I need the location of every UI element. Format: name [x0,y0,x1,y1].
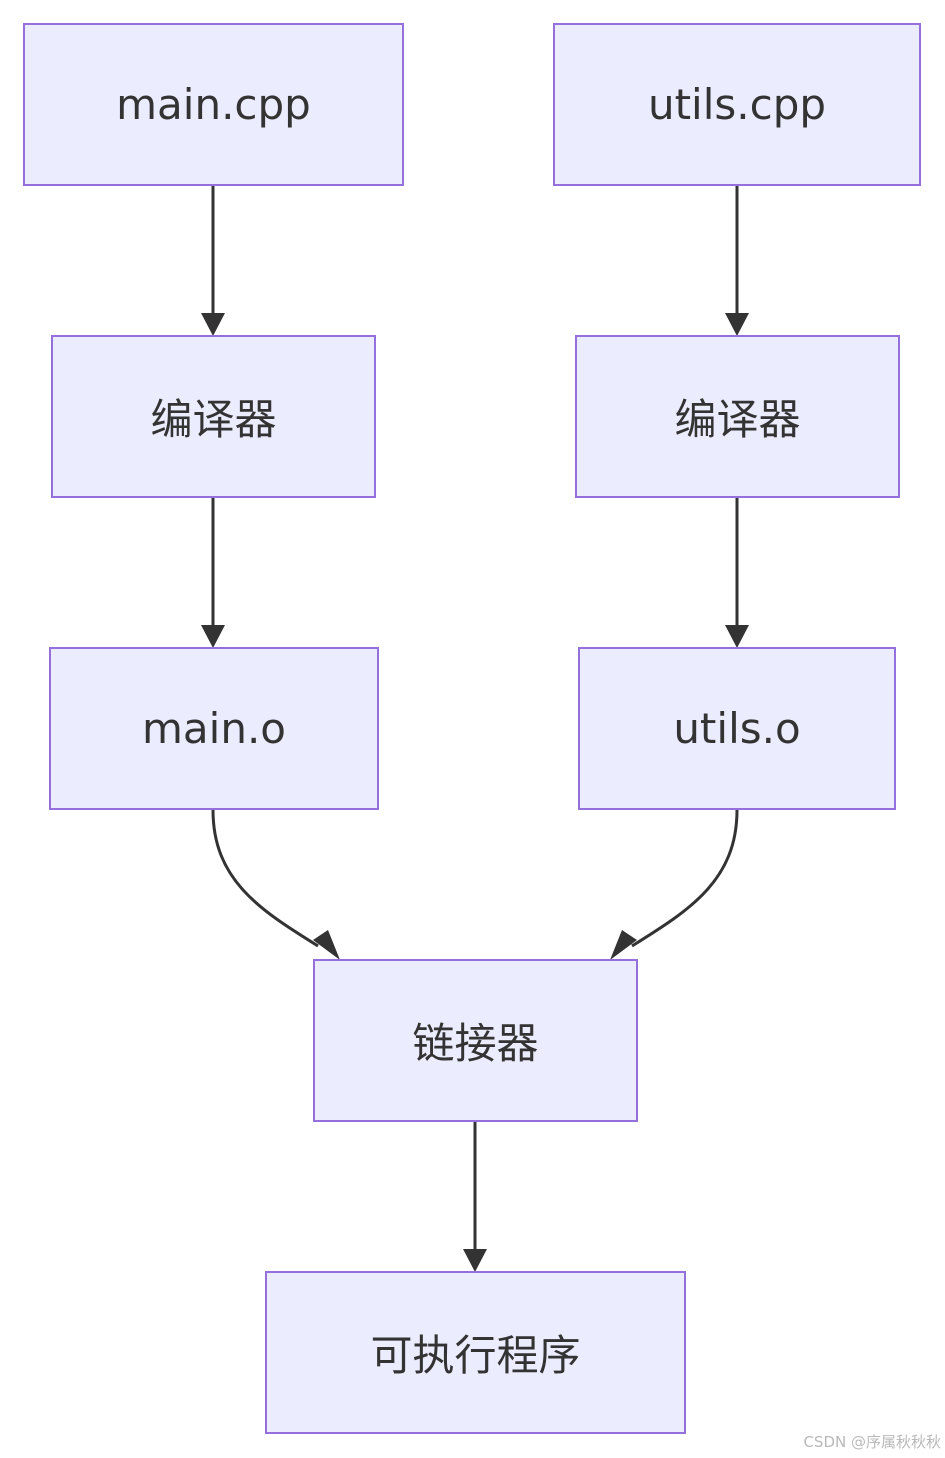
node-executable: 可执行程序 [265,1271,686,1434]
edge-main-o-to-linker [211,809,340,960]
edge-compiler-to-main-o [201,498,225,648]
node-main-cpp: main.cpp [23,23,404,186]
node-main-cpp-label: main.cpp [116,80,311,129]
edge-utils-cpp-to-compiler [725,186,749,336]
node-main-o-label: main.o [142,704,286,753]
node-utils-o: utils.o [578,647,896,810]
node-linker: 链接器 [313,959,638,1122]
node-compiler-left-label: 编译器 [150,395,277,444]
node-utils-o-label: utils.o [673,704,801,753]
edge-main-cpp-to-compiler [201,186,225,336]
edge-linker-to-executable [463,1122,487,1272]
watermark-text: CSDN @序属秋秋秋 [803,1433,941,1451]
node-utils-cpp: utils.cpp [553,23,921,186]
node-compiler-left: 编译器 [51,335,376,498]
node-executable-label: 可执行程序 [370,1331,581,1380]
node-compiler-right-label: 编译器 [674,395,801,444]
edge-utils-o-to-linker [610,809,739,960]
node-linker-label: 链接器 [412,1019,539,1068]
node-compiler-right: 编译器 [575,335,900,498]
edge-compiler-to-utils-o [725,498,749,648]
node-utils-cpp-label: utils.cpp [647,80,827,129]
node-main-o: main.o [49,647,379,810]
